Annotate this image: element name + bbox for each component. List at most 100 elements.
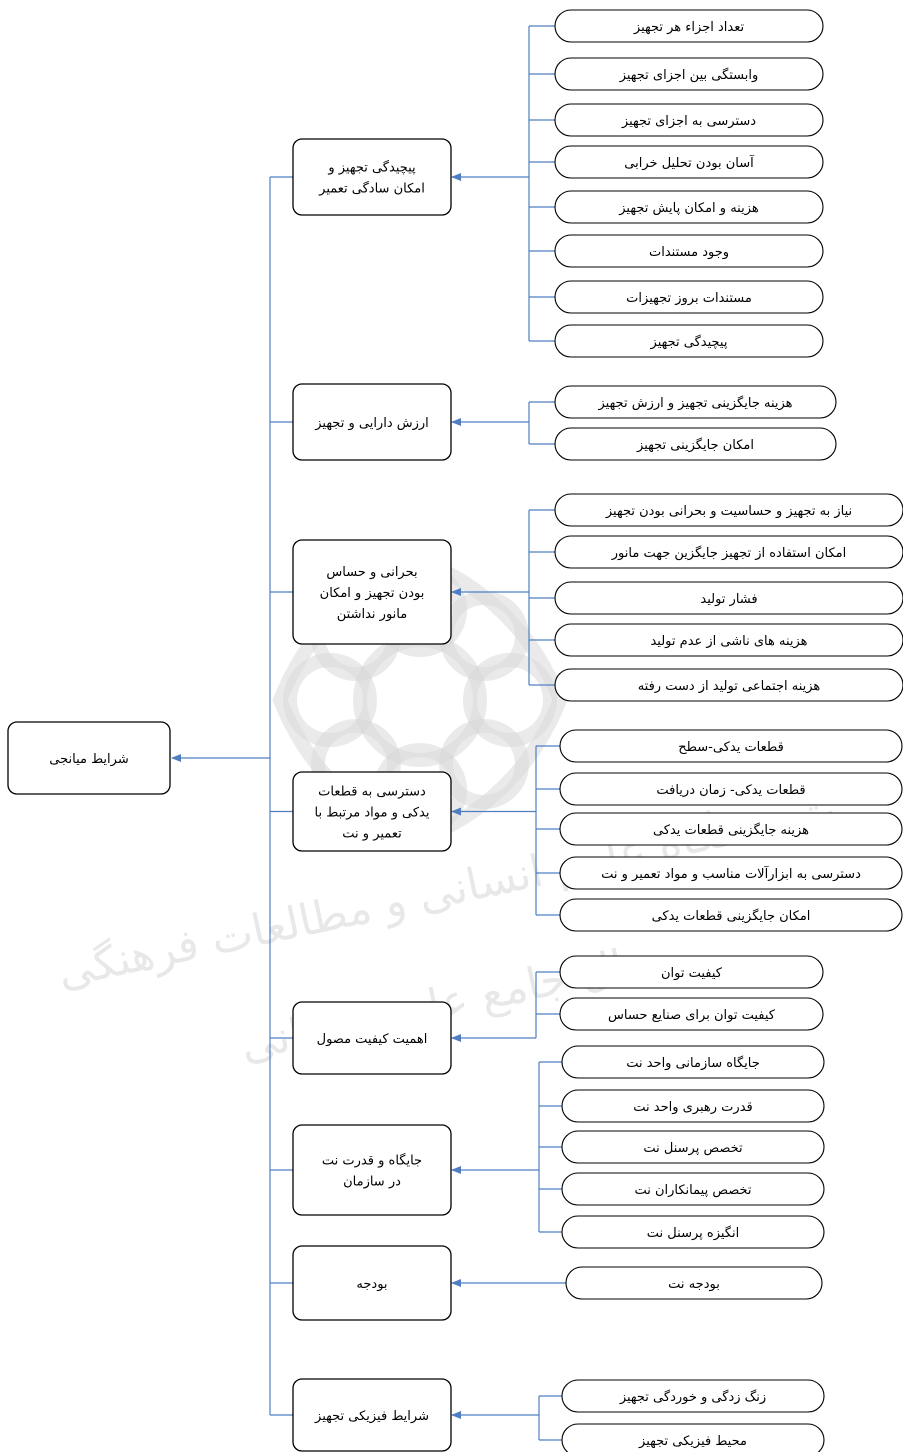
leaf-node: فشار تولید bbox=[554, 581, 903, 615]
category-node: ارزش دارایی و تجهیز bbox=[292, 383, 452, 461]
leaf-box bbox=[561, 1089, 825, 1123]
leaf-node: هزینه اجتماعی تولید از دست رفته bbox=[554, 668, 903, 702]
category-label: در سازمان bbox=[343, 1175, 401, 1190]
leaf-node: زنگ زدگی و خوردگی تجهیز bbox=[561, 1379, 825, 1413]
leaf-node: کیفیت توان برای صنایع حساس bbox=[559, 997, 824, 1031]
leaf-box bbox=[561, 1423, 825, 1452]
leaf-node: تخصص پرسنل نت bbox=[561, 1130, 825, 1164]
leaf-label: هزینه و امکان پایش تجهیز bbox=[618, 201, 759, 216]
leaf-box bbox=[561, 1215, 825, 1249]
category-label: تعمیر و نت bbox=[342, 827, 402, 842]
leaf-box bbox=[559, 997, 824, 1031]
leaf-node: وابستگی بین اجزای تجهیز bbox=[554, 57, 824, 91]
leaf-node: تخصص پیمانکاران نت bbox=[561, 1172, 825, 1206]
leaf-label: پیچیدگی تجهیز bbox=[650, 334, 728, 350]
leaf-box bbox=[565, 1266, 823, 1300]
leaf-node: انگیزه پرسنل نت bbox=[561, 1215, 825, 1249]
leaf-label: نیاز به تجهیز و حساسیت و بحرانی بودن تجه… bbox=[605, 504, 852, 519]
leaf-box bbox=[559, 812, 903, 846]
leaf-box bbox=[554, 668, 903, 702]
category-label: ارزش دارایی و تجهیز bbox=[314, 416, 429, 431]
leaf-node: امکان استفاده از تجهیز جایگزین جهت مانور bbox=[554, 535, 903, 569]
leaf-label: محیط فیزیکی تجهیز bbox=[638, 1434, 747, 1449]
leaf-box bbox=[561, 1130, 825, 1164]
leaf-label: قدرت رهبری واحد نت bbox=[633, 1100, 753, 1115]
leaf-node: قطعات یدکی- زمان دریافت bbox=[559, 772, 903, 806]
category-box bbox=[292, 138, 452, 216]
category-box bbox=[292, 383, 452, 461]
leaf-box bbox=[554, 493, 903, 527]
leaf-node: کیفیت توان bbox=[559, 955, 824, 989]
leaf-node: هزینه جایگزینی تجهیز و ارزش تجهیز bbox=[554, 385, 837, 419]
leaf-label: کیفیت توان برای صنایع حساس bbox=[608, 1008, 776, 1023]
leaf-label: دسترسی به ابزارآلات مناسب و مواد تعمیر و… bbox=[601, 865, 861, 882]
leaf-label: امکان استفاده از تجهیز جایگزین جهت مانور bbox=[611, 545, 846, 561]
leaf-box bbox=[561, 1045, 825, 1079]
leaf-node: دسترسی به ابزارآلات مناسب و مواد تعمیر و… bbox=[559, 856, 903, 890]
leaf-label: انگیزه پرسنل نت bbox=[647, 1225, 739, 1241]
category-label: بحرانی و حساس bbox=[326, 565, 417, 580]
leaf-label: هزینه جایگزینی تجهیز و ارزش تجهیز bbox=[597, 395, 792, 411]
leaf-box bbox=[554, 9, 824, 43]
category-box bbox=[292, 1245, 452, 1321]
leaf-label: بودجه نت bbox=[668, 1277, 720, 1292]
category-label: مانور نداشتن bbox=[337, 607, 407, 622]
category-label: اهمیت کیفیت مصول bbox=[317, 1032, 428, 1047]
leaf-node: بودجه نت bbox=[565, 1266, 823, 1300]
leaf-box bbox=[554, 190, 824, 224]
root-box bbox=[7, 721, 171, 795]
leaf-node: هزینه های ناشی از عدم تولید bbox=[554, 623, 903, 657]
leaf-box bbox=[554, 103, 824, 137]
root-node: شرایط میانجی bbox=[7, 721, 171, 795]
leaf-box bbox=[554, 280, 824, 314]
leaf-node: آسان بودن تحلیل خرابی bbox=[554, 145, 824, 179]
leaf-box bbox=[554, 145, 824, 179]
category-box bbox=[292, 1124, 452, 1216]
leaf-node: نیاز به تجهیز و حساسیت و بحرانی بودن تجه… bbox=[554, 493, 903, 527]
leaf-box bbox=[554, 234, 824, 268]
leaf-box bbox=[559, 856, 903, 890]
leaf-node: امکان جایگزینی تجهیز bbox=[554, 427, 837, 461]
leaf-label: جایگاه سازمانی واحد نت bbox=[626, 1055, 760, 1071]
category-node: بودجه bbox=[292, 1245, 452, 1321]
leaf-box bbox=[554, 385, 837, 419]
leaf-label: تعداد اجزاء هر تجهیز bbox=[633, 20, 745, 35]
leaf-label: زنگ زدگی و خوردگی تجهیز bbox=[619, 1389, 766, 1405]
leaf-box bbox=[554, 57, 824, 91]
leaf-box bbox=[559, 729, 903, 763]
category-box bbox=[292, 771, 452, 852]
category-box bbox=[292, 1378, 452, 1452]
leaf-label: کیفیت توان bbox=[661, 966, 723, 981]
leaf-box bbox=[554, 427, 837, 461]
leaf-box bbox=[559, 772, 903, 806]
leaf-box bbox=[561, 1172, 825, 1206]
leaf-node: قطعات یدکی-سطح bbox=[559, 729, 903, 763]
leaf-box bbox=[559, 898, 903, 932]
leaf-label: دسترسی به اجزای تجهیز bbox=[621, 114, 756, 129]
category-node: شرایط فیزیکی تجهیز bbox=[292, 1378, 452, 1452]
leaf-box bbox=[554, 535, 903, 569]
category-node: اهمیت کیفیت مصول bbox=[292, 1001, 452, 1075]
category-label: یدکی و مواد مرتبط با bbox=[315, 806, 430, 821]
category-box bbox=[292, 539, 452, 645]
leaf-label: هزینه جایگزینی قطعات یدکی bbox=[653, 822, 809, 838]
leaf-box bbox=[554, 581, 903, 615]
leaf-node: امکان جایگزینی قطعات یدکی bbox=[559, 898, 903, 932]
leaf-node: جایگاه سازمانی واحد نت bbox=[561, 1045, 825, 1079]
leaf-box bbox=[559, 955, 824, 989]
leaf-node: قدرت رهبری واحد نت bbox=[561, 1089, 825, 1123]
leaf-node: دسترسی به اجزای تجهیز bbox=[554, 103, 824, 137]
leaf-label: قطعات یدکی- زمان دریافت bbox=[656, 783, 805, 798]
category-label: پیچیدگی تجهیز و bbox=[327, 160, 416, 176]
leaf-label: وابستگی بین اجزای تجهیز bbox=[619, 67, 759, 83]
category-label: بودجه bbox=[356, 1277, 387, 1292]
leaf-node: پیچیدگی تجهیز bbox=[554, 324, 824, 358]
leaf-node: هزینه جایگزینی قطعات یدکی bbox=[559, 812, 903, 846]
leaf-box bbox=[554, 324, 824, 358]
